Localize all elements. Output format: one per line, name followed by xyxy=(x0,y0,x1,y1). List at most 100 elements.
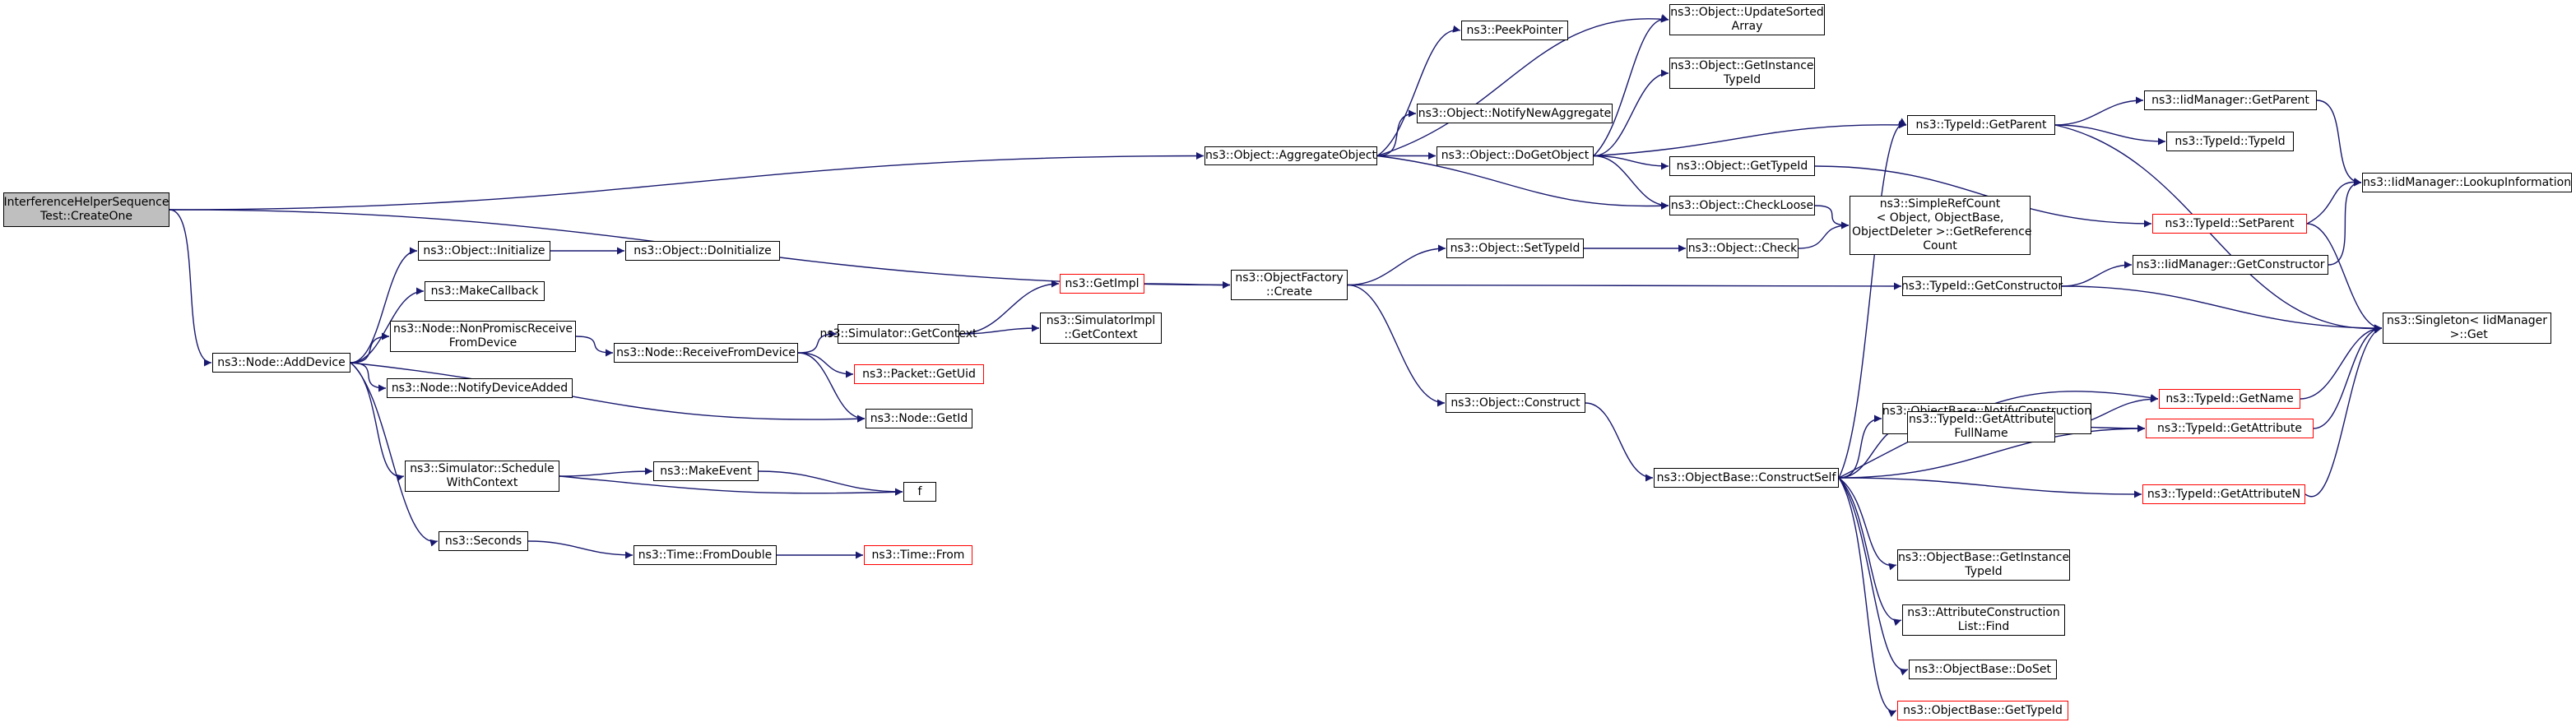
node-label: ns3::Seconds xyxy=(444,534,522,548)
node-packet-get-uid[interactable]: ns3::Packet::GetUid xyxy=(854,364,984,384)
node-label: ns3::Object::GetTypeId xyxy=(1676,159,1808,173)
node-label: ns3::Node::NonPromiscReceive FromDevice xyxy=(393,322,573,350)
node-label: ns3::TypeId::GetAttribute FullName xyxy=(1909,413,2054,440)
node-label: ns3::GetImpl xyxy=(1065,276,1139,290)
node-non-promisc[interactable]: ns3::Node::NonPromiscReceive FromDevice xyxy=(390,321,576,352)
edge-add_device-to-object_initialize xyxy=(350,247,418,364)
node-receive-from-device[interactable]: ns3::Node::ReceiveFromDevice xyxy=(614,343,798,363)
node-label: ns3::IidManager::GetParent xyxy=(2151,93,2309,107)
node-objbase-do-set[interactable]: ns3::ObjectBase::DoSet xyxy=(1909,660,2057,679)
node-construct-self[interactable]: ns3::ObjectBase::ConstructSelf xyxy=(1654,468,1839,488)
node-do-get-object[interactable]: ns3::Object::DoGetObject xyxy=(1437,146,1594,165)
node-object-check[interactable]: ns3::Object::Check xyxy=(1687,238,1799,258)
node-label: ns3::Simulator::GetContext xyxy=(819,326,977,340)
edge-construct_self-to-objbase_get_typeid xyxy=(1838,477,1897,717)
node-set-typeid[interactable]: ns3::Object::SetTypeId xyxy=(1446,238,1584,258)
edge-construct_self-to-typeid_get_attribute_n xyxy=(1838,477,2142,498)
edge-non_promisc-to-receive_from_device xyxy=(575,336,614,357)
node-object-construct[interactable]: ns3::Object::Construct xyxy=(1446,393,1585,413)
node-label: ns3::Object::Construct xyxy=(1450,396,1580,410)
node-from-double[interactable]: ns3::Time::FromDouble xyxy=(634,545,777,565)
node-add-device[interactable]: ns3::Node::AddDevice xyxy=(212,353,350,373)
node-label: ns3::IidManager::LookupInformation xyxy=(2362,175,2572,189)
node-node-get-id[interactable]: ns3::Node::GetId xyxy=(866,409,972,428)
edge-aggregate_object-to-check_loose xyxy=(1376,155,1669,210)
edge-object_factory_create-to-typeid_get_constructor xyxy=(1347,282,1902,290)
edge-typeid_get_parent-to-singleton_get xyxy=(2054,124,2383,333)
node-simimpl-get-context[interactable]: ns3::SimulatorImpl ::GetContext xyxy=(1040,313,1162,344)
node-singleton-get[interactable]: ns3::Singleton< IidManager >::Get xyxy=(2383,313,2551,344)
node-label: ns3::TypeId::GetAttribute xyxy=(2157,421,2302,435)
node-label: InterferenceHelperSequence Test::CreateO… xyxy=(3,196,169,223)
edge-do_get_object-to-check_loose xyxy=(1593,155,1669,210)
node-label: ns3::Object::GetInstance TypeId xyxy=(1670,59,1814,86)
node-typeid-set-parent[interactable]: ns3::TypeId::SetParent xyxy=(2152,214,2307,234)
edge-iid_get_parent-to-iid_lookup xyxy=(2316,100,2362,187)
node-make-event[interactable]: ns3::MakeEvent xyxy=(653,461,759,481)
node-objbase-get-instance-typeid[interactable]: ns3::ObjectBase::GetInstance TypeId xyxy=(1897,549,2070,581)
node-label: ns3::MakeEvent xyxy=(660,464,752,478)
node-typeid-get-attribute-n[interactable]: ns3::TypeId::GetAttributeN xyxy=(2142,484,2305,504)
edge-do_get_object-to-update_sorted_array xyxy=(1593,14,1669,157)
edge-typeid_get_attribute-to-singleton_get xyxy=(2313,324,2383,429)
edge-schedule_with_context-to-f xyxy=(559,475,903,496)
node-label: ns3::Node::GetId xyxy=(870,411,968,425)
node-object-factory-create[interactable]: ns3::ObjectFactory ::Create xyxy=(1231,270,1348,300)
edge-typeid_get_name-to-singleton_get xyxy=(2300,324,2383,400)
node-update-sorted-array[interactable]: ns3::Object::UpdateSorted Array xyxy=(1669,4,1825,35)
node-object-initialize[interactable]: ns3::Object::Initialize xyxy=(418,241,550,261)
node-notify-new-aggregate[interactable]: ns3::Object::NotifyNewAggregate xyxy=(1417,104,1613,123)
node-aggregate-object[interactable]: ns3::Object::AggregateObject xyxy=(1204,146,1377,165)
node-f[interactable]: f xyxy=(903,482,936,502)
edge-make_event-to-f xyxy=(758,470,903,496)
edge-object_factory_create-to-set_typeid xyxy=(1347,244,1446,286)
node-label: ns3::TypeId::GetConstructor xyxy=(1901,279,2063,293)
node-label: ns3::TypeId::GetName xyxy=(2165,391,2294,405)
node-iid-get-constructor[interactable]: ns3::IidManager::GetConstructor xyxy=(2133,255,2328,275)
edge-root-to-aggregate_object xyxy=(169,152,1204,211)
node-iid-lookup[interactable]: ns3::IidManager::LookupInformation xyxy=(2362,173,2572,192)
node-label: ns3::Object::Initialize xyxy=(423,243,545,257)
node-label: ns3::Object::DoGetObject xyxy=(1441,149,1590,162)
node-label: ns3::TypeId::GetAttributeN xyxy=(2147,487,2301,501)
node-peek-pointer[interactable]: ns3::PeekPointer xyxy=(1461,21,1568,40)
node-objbase-get-typeid[interactable]: ns3::ObjectBase::GetTypeId xyxy=(1897,701,2068,720)
node-do-initialize[interactable]: ns3::Object::DoInitialize xyxy=(625,241,780,261)
edge-aggregate_object-to-update_sorted_array xyxy=(1376,15,1669,157)
node-label: ns3::MakeCallback xyxy=(430,284,539,298)
node-make-callback[interactable]: ns3::MakeCallback xyxy=(425,281,545,301)
node-label: ns3::ObjectFactory ::Create xyxy=(1235,271,1344,299)
edge-typeid_get_parent-to-typeid_typeid xyxy=(2054,124,2166,146)
node-schedule-with-context[interactable]: ns3::Simulator::Schedule WithContext xyxy=(405,461,559,492)
node-time-from[interactable]: ns3::Time::From xyxy=(864,545,972,565)
node-typeid-get-attribute[interactable]: ns3::TypeId::GetAttribute xyxy=(2146,419,2314,438)
node-typeid-get-constructor[interactable]: ns3::TypeId::GetConstructor xyxy=(1901,276,2063,296)
node-label: ns3::Object::Check xyxy=(1687,241,1798,255)
node-object-get-typeid[interactable]: ns3::Object::GetTypeId xyxy=(1669,156,1815,176)
node-notify-device-added[interactable]: ns3::Node::NotifyDeviceAdded xyxy=(387,378,573,398)
node-seconds[interactable]: ns3::Seconds xyxy=(439,531,528,551)
node-simple-ref-count[interactable]: ns3::SimpleRefCount < Object, ObjectBase… xyxy=(1850,196,2031,255)
node-label: ns3::Singleton< IidManager >::Get xyxy=(2387,314,2547,341)
node-typeid-get-name[interactable]: ns3::TypeId::GetName xyxy=(2159,389,2300,409)
node-label: ns3::Object::UpdateSorted Array xyxy=(1670,6,1824,33)
edge-construct_self-to-typeid_get_parent xyxy=(1838,118,1907,479)
edge-do_get_object-to-get_instance_typeid xyxy=(1593,69,1669,157)
node-get-impl[interactable]: ns3::GetImpl xyxy=(1060,274,1144,294)
edge-schedule_with_context-to-make_event xyxy=(559,467,653,477)
node-attr-construction-find[interactable]: ns3::AttributeConstruction List::Find xyxy=(1902,604,2065,636)
edge-check_loose-to-simple_ref_count xyxy=(1814,205,1850,229)
node-check-loose[interactable]: ns3::Object::CheckLoose xyxy=(1669,196,1815,215)
edge-sim_get_context-to-simimpl_get_context xyxy=(958,324,1040,335)
node-get-instance-typeid[interactable]: ns3::Object::GetInstance TypeId xyxy=(1669,58,1815,89)
node-label: ns3::Object::NotifyNewAggregate xyxy=(1418,106,1612,120)
node-typeid-get-parent[interactable]: ns3::TypeId::GetParent xyxy=(1907,115,2055,135)
node-sim-get-context[interactable]: ns3::Simulator::GetContext xyxy=(819,324,977,344)
node-root: InterferenceHelperSequence Test::CreateO… xyxy=(3,192,169,227)
node-label: ns3::IidManager::GetConstructor xyxy=(2136,257,2325,271)
node-get-attribute-full-name[interactable]: ns3::TypeId::GetAttribute FullName xyxy=(1907,411,2055,442)
edge-typeid_get_constructor-to-singleton_get xyxy=(2061,285,2383,332)
node-iid-get-parent[interactable]: ns3::IidManager::GetParent xyxy=(2144,90,2317,110)
edge-add_device-to-node_get_id xyxy=(350,362,866,423)
node-typeid-typeid[interactable]: ns3::TypeId::TypeId xyxy=(2166,132,2294,151)
